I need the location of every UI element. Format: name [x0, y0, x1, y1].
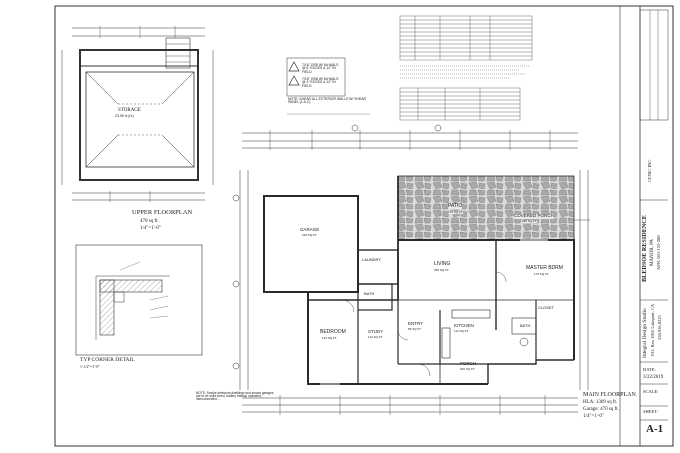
tb-designer-address: P.O. Box 1016 Lakeport, CA: [650, 303, 655, 356]
smoke-detector-note: NOTE: Smoke detectors dwellings and smok…: [196, 391, 274, 402]
upper-floorplan-title: UPPER FLOORPLAN: [132, 209, 193, 216]
main-floorplan-scale: 1/4"=1'-0": [583, 414, 604, 419]
storage-label: STORAGE: [118, 108, 141, 113]
note-callouts: [286, 57, 370, 115]
room-bath-2: BATH: [520, 323, 531, 328]
tb-designer: Integral Design Studio: [642, 308, 648, 358]
room-living: LIVING: [434, 261, 451, 267]
storage-area: 23.95 ft (±1): [115, 114, 134, 118]
upper-floorplan-scale: 1/4"=1'-0": [140, 226, 161, 231]
room-closet: CLOSET: [538, 305, 555, 310]
tb-owner: CENIC INC: [647, 159, 652, 182]
room-master-area: 175 SQ FT: [534, 272, 549, 276]
room-porch: PORCH: [460, 361, 477, 366]
tb-sheet-number: A-1: [646, 423, 664, 435]
room-kitchen-area: 112 SQ FT: [454, 329, 469, 333]
tb-designer-phone: 530.956.8225: [657, 315, 662, 340]
tb-date: 3/22/2019: [643, 375, 664, 380]
tb-scale-label: SCALE:: [643, 389, 659, 394]
room-bedroom: BEDROOM: [320, 329, 346, 335]
corner-detail-title: TYP CORNER DETAIL: [80, 357, 135, 363]
room-bath: BATH: [364, 291, 375, 296]
upper-floorplan-area: 470 sq ft.: [140, 219, 159, 224]
tb-project: BLEDSOE RESIDENCE: [641, 215, 648, 282]
tb-date-label: DATE:: [643, 367, 656, 372]
room-porch-area: 240 SQ FT: [460, 367, 475, 371]
main-floorplan-title: MAIN FLOORPLAN: [583, 392, 636, 398]
note-1: 7/16" OSB W/ 8d NAILS @ 6" EDGES & 12" I…: [302, 63, 339, 74]
room-garage: GARAGE: [300, 227, 320, 232]
room-patio-area: 175 SQ FT: [448, 210, 463, 214]
schedule-tables: [399, 15, 533, 121]
tb-apn: APN: 051-122-280: [656, 235, 661, 270]
tb-sheet-label: SHEET:: [643, 409, 659, 414]
room-study: STUDY: [368, 329, 384, 334]
room-entry: ENTRY: [408, 321, 424, 326]
note-2: 7/16" OSB W/ 8d NAILS @ 4" EDGES & 12" I…: [302, 77, 339, 88]
main-floorplan: [232, 124, 590, 415]
corner-detail-scale: 1-1/2"=1'-0": [80, 364, 101, 369]
room-bedroom-area: 144 SQ FT: [322, 336, 337, 340]
room-laundry: LAUNDRY: [362, 257, 382, 262]
room-covered-porch-area: 185 SQ FT: [522, 219, 537, 223]
room-entry-area: 65 SQ FT: [408, 327, 422, 331]
room-garage-area: 218 SQ FT: [302, 233, 317, 237]
room-study-area: 112 SQ FT: [368, 335, 383, 339]
corner-detail: [75, 244, 203, 356]
tb-address: MANOR, PA: [650, 238, 655, 266]
room-master-bdrm: MASTER BDRM: [526, 265, 563, 271]
room-living-area: 325 SQ FT: [434, 268, 449, 272]
upper-floorplan: [61, 26, 214, 202]
title-block: [619, 6, 669, 446]
room-covered-porch: COVERED PORCH: [514, 213, 554, 219]
shear-note: NOTE: SHEAR ALL EXTERIOR WALLS W/ SHEAR …: [288, 97, 366, 105]
room-patio: PATIO: [448, 203, 463, 209]
main-floorplan-garage: Garage: 470 sq ft.: [583, 407, 619, 412]
main-floorplan-hla: HLA: 1309 sq ft.: [583, 400, 618, 405]
room-kitchen: KITCHEN: [454, 323, 474, 328]
